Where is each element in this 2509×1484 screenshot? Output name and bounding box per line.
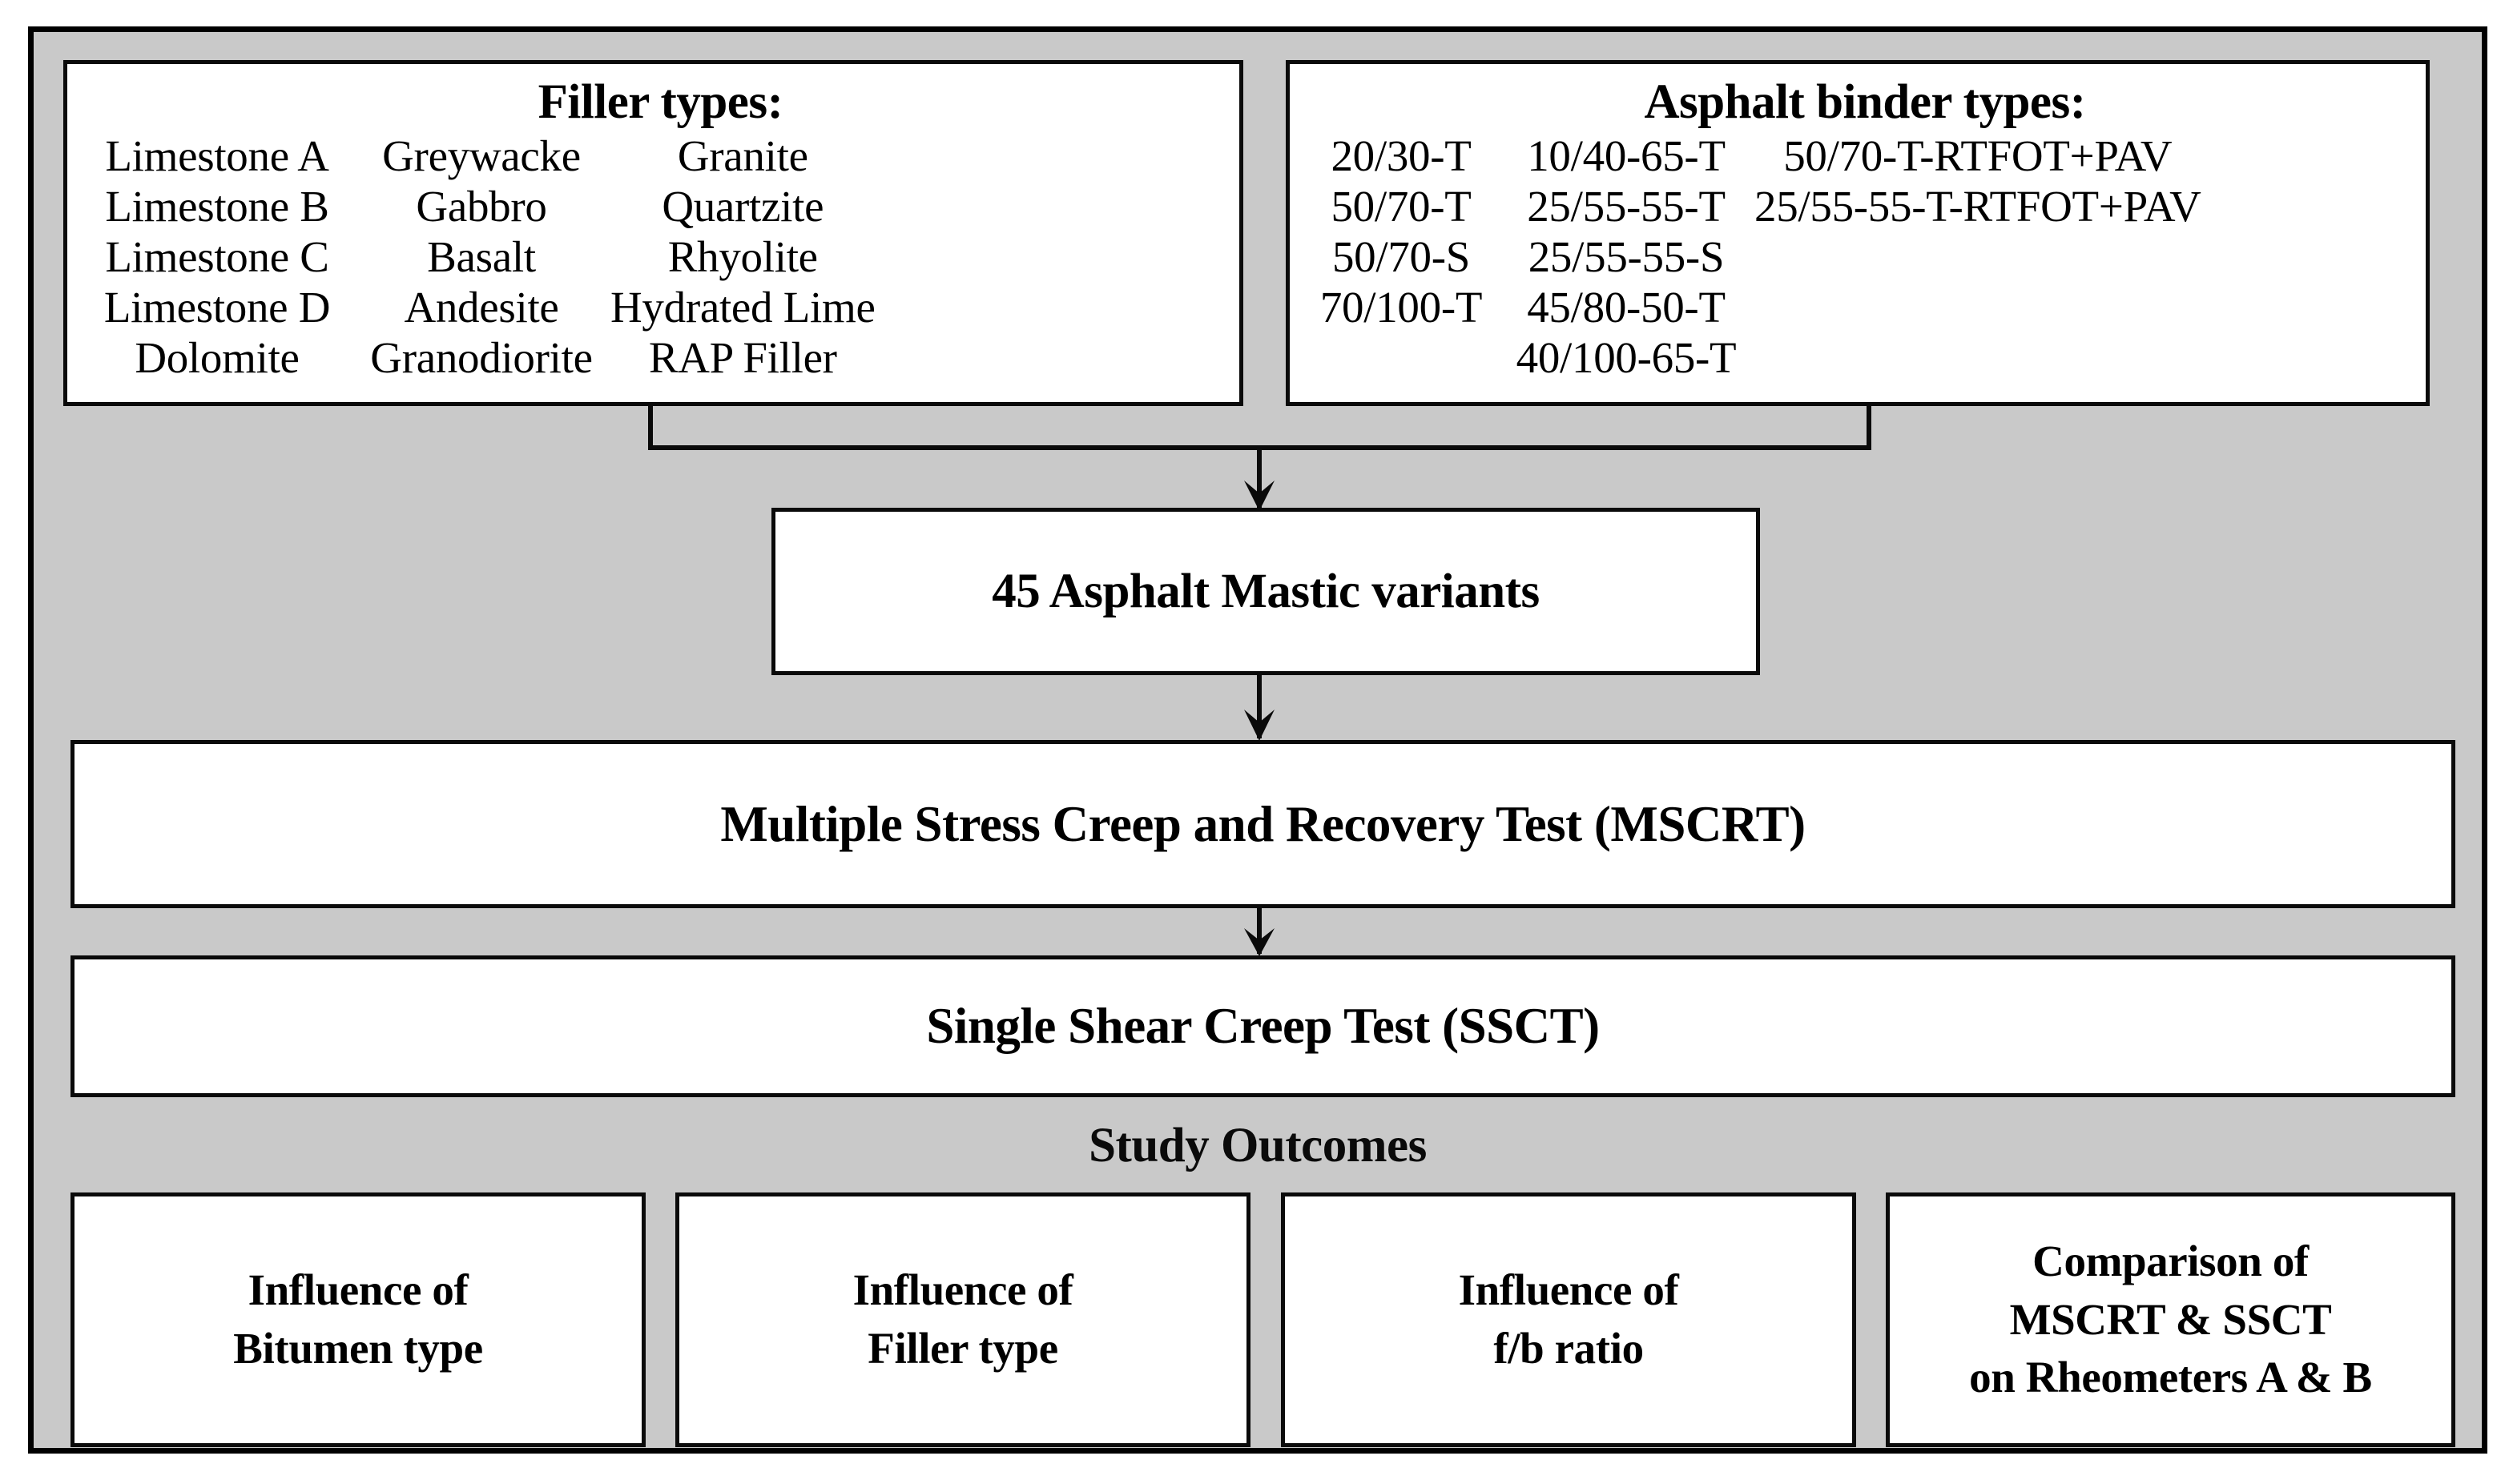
outcome-line: MSCRT & SSCT	[2009, 1294, 2332, 1344]
asphalt-binder-item: 50/70-T-RTFOT+PAV	[1783, 131, 2173, 181]
filler-type-item: Rhyolite	[667, 232, 818, 282]
outcome-line: on Rheometers A & B	[1969, 1353, 2372, 1402]
outcome-line: Comparison of	[2032, 1237, 2309, 1286]
filler-type-item: Limestone A	[105, 131, 329, 181]
asphalt-binder-item: 40/100-65-T	[1516, 333, 1737, 383]
asphalt-binder-item: 25/55-55-T	[1527, 182, 1726, 231]
filler-type-item: Greywacke	[382, 131, 581, 181]
filler-type-item: Gabbro	[416, 182, 547, 231]
filler-type-item: RAP Filler	[648, 333, 837, 383]
filler-type-item: Limestone B	[105, 182, 329, 231]
outcome-text: Influence of f/b ratio	[1290, 1261, 1847, 1377]
asphalt-binder-item: 20/30-T	[1331, 131, 1472, 181]
filler-types-box: Filler types: Limestone A Limestone B Li…	[63, 60, 1243, 406]
outcome-line: Influence of	[852, 1265, 1073, 1315]
asphalt-binder-item: 50/70-S	[1331, 232, 1471, 282]
filler-types-column-3: Granite Quartzite Rhyolite Hydrated Lime…	[610, 131, 876, 384]
outcome-text: Influence of Filler type	[684, 1261, 1242, 1377]
asphalt-binder-item: 10/40-65-T	[1527, 131, 1726, 181]
asphalt-binder-item: 50/70-T	[1331, 182, 1472, 231]
outcome-box-rheometer-comparison: Comparison of MSCRT & SSCT on Rheometers…	[1886, 1192, 2455, 1447]
flowchart-container: Filler types: Limestone A Limestone B Li…	[28, 26, 2487, 1454]
asphalt-binder-item: 70/100-T	[1319, 283, 1483, 332]
asphalt-binder-column-1: 20/30-T 50/70-T 50/70-S 70/100-T	[1304, 131, 1498, 384]
asphalt-binder-types-box: Asphalt binder types: 20/30-T 50/70-T 50…	[1286, 60, 2430, 406]
filler-type-item: Granodiorite	[370, 333, 593, 383]
asphalt-binder-item: 25/55-55-S	[1528, 232, 1725, 282]
outcome-box-filler-type: Influence of Filler type	[675, 1192, 1250, 1447]
mscrt-test-box: Multiple Stress Creep and Recovery Test …	[70, 740, 2455, 908]
arrow-to-mscrt-box	[1244, 674, 1275, 741]
mastic-variants-box: 45 Asphalt Mastic variants	[771, 508, 1760, 675]
asphalt-binder-item: 25/55-55-T-RTFOT+PAV	[1754, 182, 2201, 231]
filler-types-column-1: Limestone A Limestone B Limestone C Lime…	[82, 131, 352, 384]
connector-line-from-filler-box	[648, 406, 653, 450]
asphalt-binder-item: 45/80-50-T	[1527, 283, 1726, 332]
connector-line-from-binder-box	[1867, 406, 1871, 450]
filler-types-column-2: Greywacke Gabbro Basalt Andesite Granodi…	[352, 131, 610, 384]
filler-types-columns: Limestone A Limestone B Limestone C Lime…	[82, 131, 1239, 384]
outcome-box-bitumen-type: Influence of Bitumen type	[70, 1192, 646, 1447]
asphalt-binder-types-heading: Asphalt binder types:	[1644, 75, 2086, 129]
filler-type-item: Limestone C	[105, 232, 329, 282]
filler-type-item: Hydrated Lime	[610, 283, 876, 332]
filler-type-item: Andesite	[404, 283, 559, 332]
arrow-to-mastic-box	[1244, 445, 1275, 511]
outcome-line: Filler type	[868, 1324, 1058, 1373]
ssct-test-box: Single Shear Creep Test (SSCT)	[70, 955, 2455, 1097]
outcome-line: Influence of	[248, 1265, 469, 1315]
filler-type-item: Granite	[677, 131, 808, 181]
outcome-line: Influence of	[1458, 1265, 1679, 1315]
asphalt-binder-column-3: 50/70-T-RTFOT+PAV 25/55-55-T-RTFOT+PAV	[1754, 131, 2201, 384]
filler-type-item: Basalt	[427, 232, 536, 282]
filler-type-item: Limestone D	[103, 283, 331, 332]
study-outcomes-heading: Study Outcomes	[1089, 1119, 1427, 1172]
ssct-test-label: Single Shear Creep Test (SSCT)	[926, 998, 1600, 1054]
outcome-line: f/b ratio	[1493, 1324, 1644, 1373]
outcome-text: Influence of Bitumen type	[79, 1261, 637, 1377]
mscrt-test-label: Multiple Stress Creep and Recovery Test …	[720, 795, 1806, 852]
asphalt-binder-column-2: 10/40-65-T 25/55-55-T 25/55-55-S 45/80-5…	[1498, 131, 1754, 384]
mastic-variants-label: 45 Asphalt Mastic variants	[992, 564, 1540, 618]
filler-types-heading: Filler types:	[538, 75, 783, 129]
filler-type-item: Quartzite	[662, 182, 824, 231]
outcome-line: Bitumen type	[233, 1324, 483, 1373]
asphalt-binder-types-columns: 20/30-T 50/70-T 50/70-S 70/100-T 10/40-6…	[1304, 131, 2426, 384]
arrow-to-ssct-box	[1244, 907, 1275, 956]
outcome-box-fb-ratio: Influence of f/b ratio	[1281, 1192, 1856, 1447]
filler-type-item: Dolomite	[135, 333, 300, 383]
outcome-text: Comparison of MSCRT & SSCT on Rheometers…	[1895, 1233, 2447, 1407]
